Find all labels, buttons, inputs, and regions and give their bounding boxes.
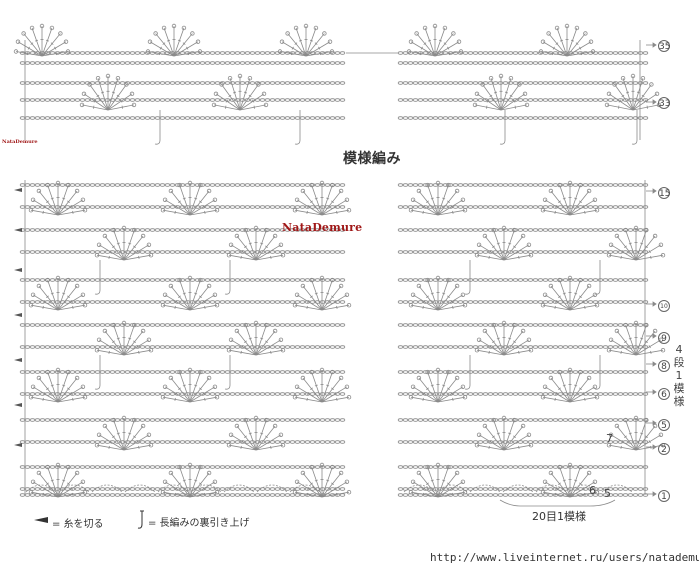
shell-fan: [226, 415, 286, 451]
shell-fan: [28, 180, 88, 216]
chain-row: [19, 487, 346, 491]
chain-row-top: [19, 98, 346, 102]
chain-row: [19, 205, 346, 209]
repeat-stitches-label: 20目1模様: [532, 510, 586, 523]
foundation-chain: [397, 493, 649, 497]
row-label-8: 8: [658, 360, 670, 372]
chain-row: [19, 278, 346, 282]
shell-fan: [408, 462, 468, 498]
shell-fan: [292, 180, 352, 216]
repeat-rows-note: 4段1模様: [673, 343, 685, 408]
hook-stitch-icon: [137, 510, 144, 529]
chain-row-top: [397, 116, 649, 120]
chain-row: [19, 345, 346, 349]
shell-fan-top: [604, 73, 662, 111]
shell-fan: [28, 462, 88, 498]
row-label-5: 5: [658, 419, 670, 431]
chain-row: [397, 418, 649, 422]
foundation-chain: [19, 493, 346, 497]
row-label-33: 33: [658, 97, 671, 109]
chain-row: [19, 250, 346, 254]
chain-row-top: [19, 81, 346, 85]
shell-fan: [408, 275, 468, 311]
chain-row: [397, 228, 649, 232]
shell-fan-top: [277, 23, 335, 57]
shell-fan-top: [145, 23, 203, 57]
chart-title: 模様編み: [343, 151, 401, 167]
stitch-count-7: 7: [606, 432, 613, 445]
row-label-6: 6: [658, 388, 670, 400]
chain-row: [19, 228, 346, 232]
watermark-small: NataDemure: [2, 139, 38, 145]
chain-row-top: [397, 51, 649, 55]
shell-fan: [160, 180, 220, 216]
chain-row: [397, 323, 649, 327]
chain-row: [397, 440, 649, 444]
chain-row: [19, 440, 346, 444]
chain-row: [397, 278, 649, 282]
shell-fan-top: [538, 23, 596, 57]
chain-row: [19, 183, 346, 187]
shell-fan-top: [13, 23, 71, 57]
shell-fan: [408, 180, 468, 216]
shell-fan-top: [406, 23, 464, 57]
shell-fan: [160, 275, 220, 311]
chain-row: [19, 323, 346, 327]
shell-fan: [540, 180, 600, 216]
chain-row-top: [397, 61, 649, 65]
row-label-15: 15: [658, 187, 671, 199]
chain-row: [397, 345, 649, 349]
chain-row-top: [397, 81, 649, 85]
source-url: http://www.liveinternet.ru/users/natadem…: [430, 551, 699, 564]
chain-row: [397, 487, 649, 491]
row-label-10: 10: [658, 300, 670, 312]
row-label-2: 2: [658, 443, 670, 455]
stitch-count-5: 5: [604, 487, 611, 500]
chain-row: [19, 465, 346, 469]
chain-row-top: [19, 51, 346, 55]
chain-row: [19, 418, 346, 422]
chain-row: [397, 465, 649, 469]
shell-fan: [160, 367, 220, 403]
shell-fan-top: [211, 73, 269, 111]
shell-fan-top: [79, 73, 137, 111]
shell-fan: [226, 225, 286, 261]
shell-fan: [474, 320, 534, 356]
watermark: NataDemure: [282, 221, 363, 234]
chain-row: [397, 183, 649, 187]
legend-back-post: = 長編みの裏引き上げ: [148, 518, 250, 529]
chain-row: [397, 392, 649, 396]
shell-fan: [474, 225, 534, 261]
chain-row: [19, 300, 346, 304]
shell-fan: [160, 462, 220, 498]
arrow-head-icon: [34, 517, 48, 523]
row-label-9: 9: [658, 332, 670, 344]
chain-row: [397, 250, 649, 254]
chain-row-top: [19, 116, 346, 120]
shell-fan: [408, 367, 468, 403]
shell-fan: [94, 320, 154, 356]
chain-row: [397, 205, 649, 209]
chain-row: [19, 392, 346, 396]
shell-fan-top: [472, 73, 530, 111]
row-label-35: 35: [658, 40, 671, 52]
chain-row-top: [19, 61, 346, 65]
shell-fan: [226, 320, 286, 356]
row-label-1: 1: [658, 490, 670, 502]
legend-cut-yarn: = 糸を切る: [52, 519, 104, 530]
chain-row-top: [397, 98, 649, 102]
shell-fan: [94, 415, 154, 451]
stitch-count-6: 6: [589, 484, 596, 497]
shell-fan: [540, 275, 600, 311]
chain-row: [397, 370, 649, 374]
chain-row: [19, 370, 346, 374]
chain-row: [397, 300, 649, 304]
